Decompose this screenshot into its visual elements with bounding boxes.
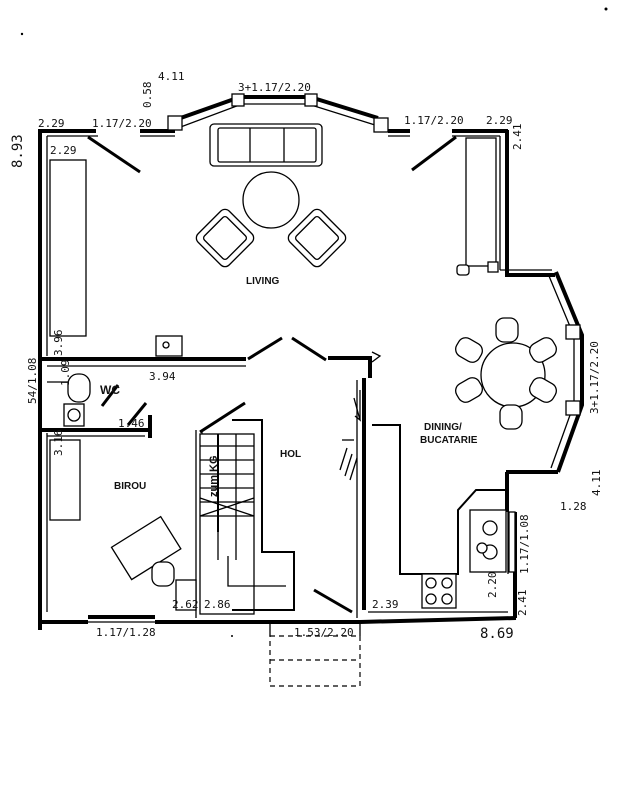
kitchen-counters xyxy=(372,424,507,609)
scan-specks xyxy=(20,7,608,637)
dim-entrance: 1.53/2.20 xyxy=(294,626,354,639)
room-hol: HOL xyxy=(280,449,301,460)
dim-wc-height: 1.09 xyxy=(59,360,72,387)
dim-left-corner: 2.29 xyxy=(38,117,65,130)
room-labels: LIVING DINING/ BUCATARIE HOL BIROU WC zu… xyxy=(100,276,478,497)
armchair-left xyxy=(195,208,255,268)
staircase xyxy=(199,419,295,615)
dim-wc-depth: 1.46 xyxy=(118,417,145,430)
dim-right-bay-height: 4.11 xyxy=(590,470,603,497)
dim-kitchen-window: 1.17/1.08 xyxy=(518,514,531,574)
dim-wc-width: 3.94 xyxy=(149,370,176,383)
toilet xyxy=(67,373,91,403)
dim-birou-width: 2.62 xyxy=(172,598,199,611)
dining-furniture xyxy=(455,317,557,430)
dim-right-offset: 1.28 xyxy=(560,500,587,513)
dim-right-bay: 3+1.17/2.20 xyxy=(588,341,601,414)
dim-total-width: 8.69 xyxy=(480,626,514,642)
room-wc: WC xyxy=(100,383,120,397)
dim-birou-wall: 3.16 xyxy=(52,430,65,457)
shelf-right xyxy=(465,137,497,267)
room-living: LIVING xyxy=(246,276,280,287)
dim-hol-width: 2.86 xyxy=(204,598,231,611)
dim-kitchen-width: 2.39 xyxy=(372,598,399,611)
dim-bay-window: 3+1.17/2.20 xyxy=(238,81,311,94)
wc-fixtures xyxy=(63,373,91,427)
armchair-right xyxy=(287,208,347,268)
dim-living-inner: 2.29 xyxy=(50,144,77,157)
office-chair xyxy=(151,561,175,587)
exterior-walls xyxy=(38,93,584,630)
entrance-steps xyxy=(269,622,361,687)
dim-right-window: 1.17/2.20 xyxy=(404,114,464,127)
dim-total-depth: 8.93 xyxy=(10,134,26,168)
dim-living-wall: 3.96 xyxy=(52,330,65,357)
dim-top-height: 4.11 xyxy=(158,70,185,83)
dim-right-corner: 2.29 xyxy=(486,114,513,127)
room-dining-1: DINING/ xyxy=(424,422,462,433)
dim-wc-window: 54/1.08 xyxy=(26,358,39,404)
door-swings xyxy=(87,135,457,614)
round-table xyxy=(242,171,300,229)
dim-bottom-right: 2.41 xyxy=(516,590,529,617)
dim-bay-depth: 0.58 xyxy=(141,82,154,109)
dim-right-corner-side: 2.41 xyxy=(511,124,524,151)
dim-kitchen-side: 2.20 xyxy=(486,572,499,599)
room-stairs: zum KG xyxy=(208,455,220,497)
birou-furniture xyxy=(49,439,197,611)
dim-left-window: 1.17/2.20 xyxy=(92,117,152,130)
shelf-birou xyxy=(49,439,81,521)
living-furniture xyxy=(49,123,499,357)
room-birou: BIROU xyxy=(114,481,146,492)
room-dining-2: BUCATARIE xyxy=(420,435,478,446)
dim-bottom-window: 1.17/1.28 xyxy=(96,626,156,639)
hall-elements xyxy=(339,351,382,481)
dimension-labels: 4.11 3+1.17/2.20 0.58 2.29 1.17/2.20 1.1… xyxy=(10,70,603,642)
shelf-living xyxy=(49,159,87,337)
